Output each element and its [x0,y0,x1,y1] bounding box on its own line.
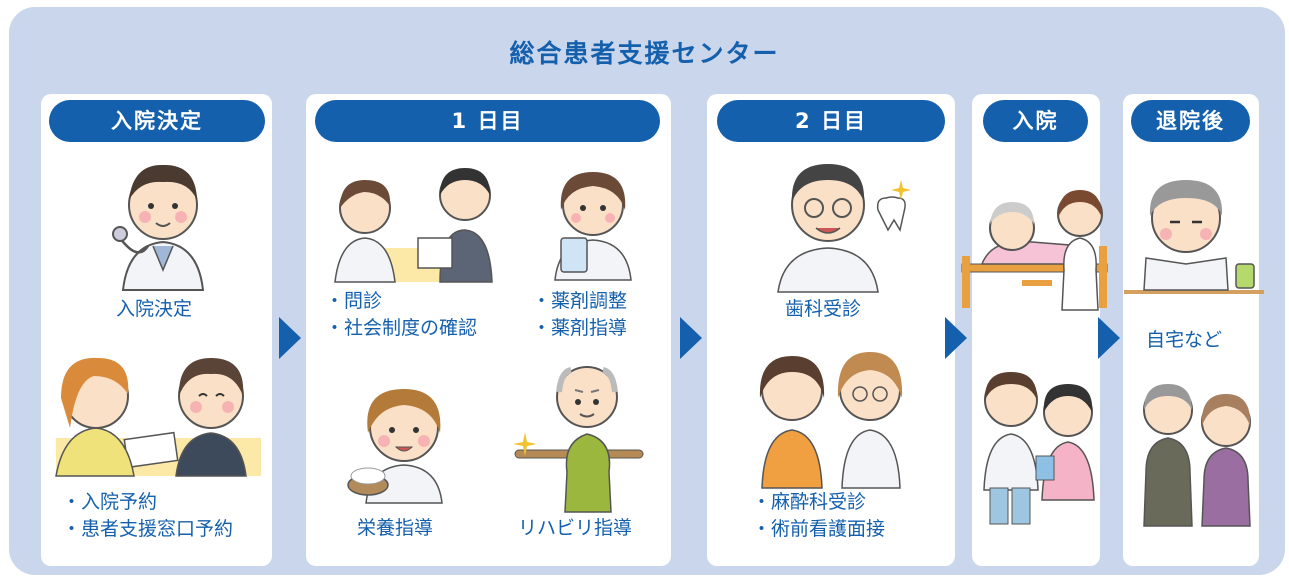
label-social-system: ・社会制度の確認 [325,317,478,339]
flow-arrow-1 [279,317,301,359]
label-drug-adjustment: ・薬剤調整 [532,290,628,312]
label-interview: ・問診 [325,290,383,312]
label-drug-guidance: ・薬剤指導 [532,317,628,339]
label-rehabilitation: リハビリ指導 [518,517,633,539]
hospital-bed-illustration [961,190,1108,311]
nutrition-rice-illustration [347,389,443,504]
flow-arrow-4 [1098,317,1120,359]
stage-pill-after-discharge: 退院後 [1131,100,1250,142]
stage-pill-admission: 入院 [983,100,1088,142]
dentist-illustration [777,164,911,293]
reading-elder-illustration [1124,180,1264,294]
label-nutrition: 栄養指導 [357,517,434,539]
stage-pill-day-2: 2 日目 [717,100,945,142]
anesthesia-nursing-illustration [759,352,903,489]
diagram-title: 総合患者支援センター [509,39,780,68]
label-home: 自宅など [1146,329,1223,351]
label-support-window-reservation: ・患者支援窓口予約 [62,518,234,540]
label-admission-decision: 入院決定 [116,298,193,320]
hospital-staff-illustration [983,372,1095,525]
stage-pill-admission-decision: 入院決定 [49,100,265,142]
reservation-desk-illustration [55,357,261,477]
label-dental: 歯科受診 [785,298,862,320]
stage-pill-day-1: 1 日目 [315,100,660,142]
walking-couple-illustration [1143,384,1251,527]
label-anesthesia: ・麻酔科受診 [752,491,867,513]
flow-arrow-3 [945,317,967,359]
pharmacist-tablet-illustration [554,172,632,281]
label-preop-nursing: ・術前看護面接 [752,518,886,540]
rehabilitation-handrail-illustration [513,366,644,513]
label-admission-reservation: ・入院予約 [62,491,158,513]
consultation-illustration [334,168,493,283]
doctor-stethoscope-illustration [112,164,205,291]
flow-arrow-2 [680,317,702,359]
